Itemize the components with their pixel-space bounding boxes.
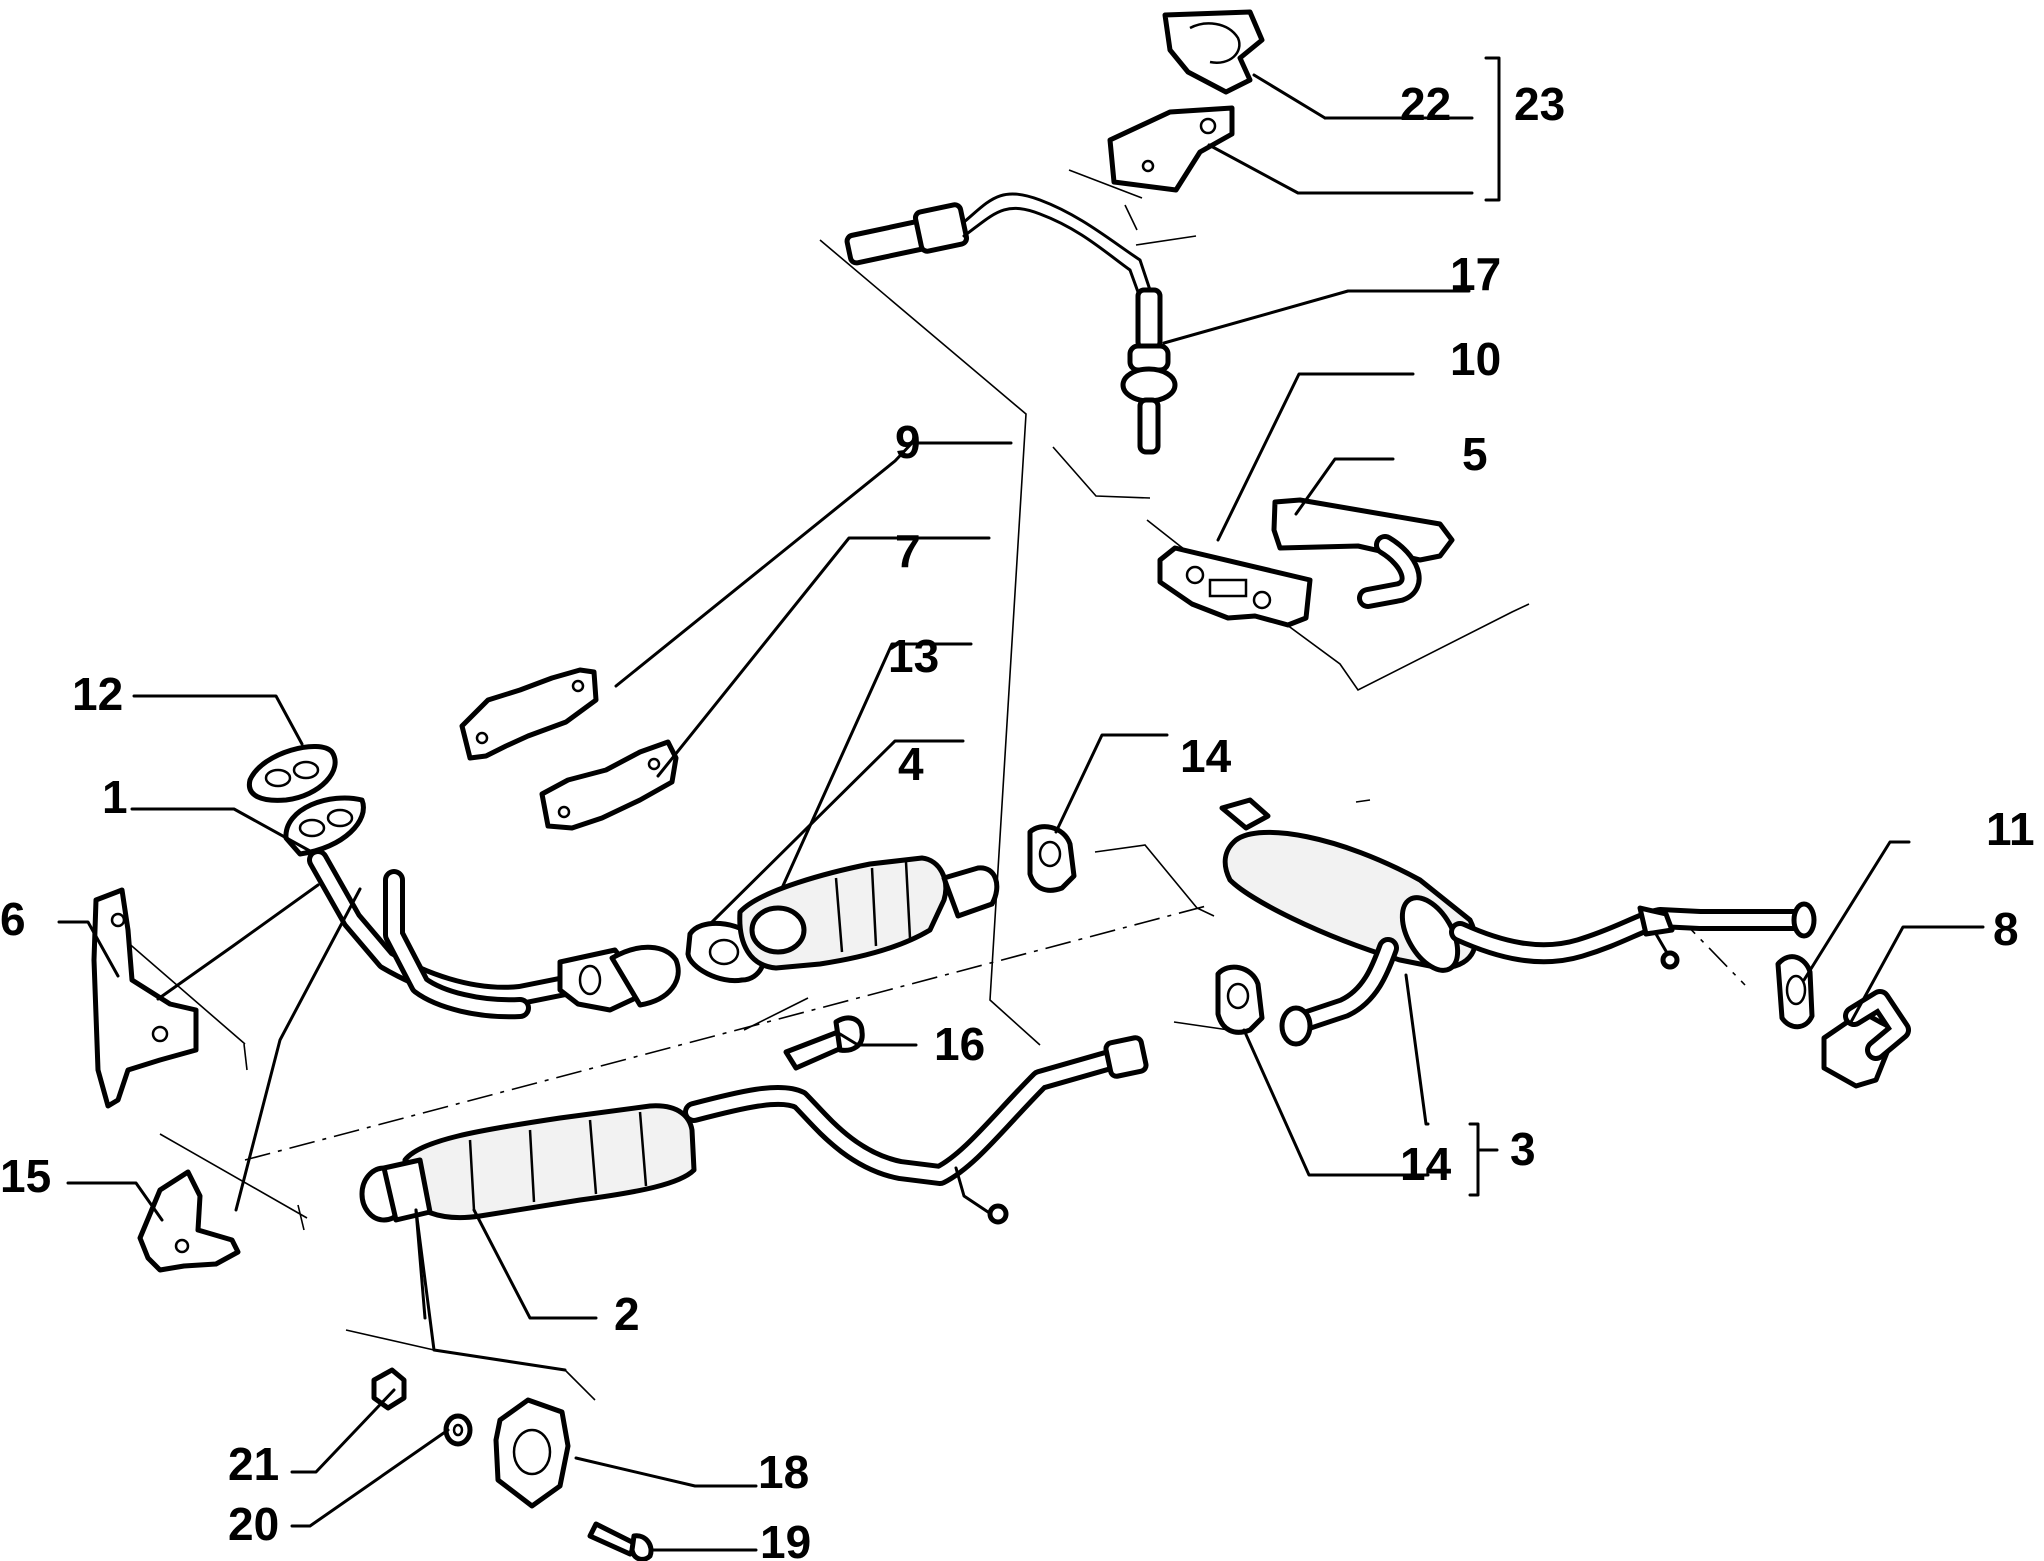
gasket-12 [246, 744, 338, 803]
rubber-mount-14-lower [1215, 964, 1265, 1035]
label-23: 23 [1514, 78, 1565, 130]
assembly-guide-lines [110, 169, 1746, 1401]
rubber-ring-11 [1775, 954, 1815, 1030]
bracket-5 [1271, 497, 1455, 609]
label-20: 20 [228, 1498, 279, 1550]
label-3: 3 [1510, 1123, 1536, 1175]
label-14-upper: 14 [1180, 730, 1232, 782]
heat-shield-9 [459, 667, 599, 761]
bracket-6 [91, 887, 199, 1109]
heat-shield-10 [1157, 545, 1313, 628]
rear-muffler-3 [1219, 797, 1817, 1047]
label-7: 7 [895, 525, 921, 577]
rubber-mount-14-upper [1027, 824, 1077, 893]
label-11: 11 [1986, 803, 2035, 855]
callout-labels: 22 23 17 10 5 9 7 13 4 14 12 1 6 11 8 16… [0, 78, 2035, 1561]
clamp-18 [493, 1397, 571, 1509]
label-5: 5 [1462, 428, 1488, 480]
label-12: 12 [72, 668, 123, 720]
label-9: 9 [895, 416, 921, 468]
lambda-sensor [844, 192, 1178, 455]
clamp-22 [1162, 9, 1265, 95]
bolt-19 [587, 1521, 654, 1561]
label-15: 15 [0, 1150, 51, 1202]
label-6: 6 [0, 893, 26, 945]
label-2: 2 [614, 1288, 640, 1340]
nut-21 [371, 1367, 407, 1411]
bracket-23 [1107, 105, 1235, 193]
bolt-16 [783, 1015, 865, 1071]
label-22: 22 [1400, 78, 1451, 130]
label-17: 17 [1450, 248, 1501, 300]
hanger-8 [1821, 989, 1911, 1089]
label-13: 13 [888, 630, 939, 682]
label-10: 10 [1450, 333, 1501, 385]
label-18: 18 [758, 1446, 809, 1498]
washer-20 [443, 1413, 473, 1447]
label-1: 1 [102, 771, 128, 823]
label-14-lower: 14 [1400, 1138, 1452, 1190]
label-8: 8 [1993, 903, 2019, 955]
center-muffler-2 [359, 1035, 1149, 1225]
label-19: 19 [760, 1516, 811, 1561]
leader-lines [57, 56, 1985, 1552]
heat-shield-7 [539, 739, 679, 831]
front-pipe-1 [283, 795, 681, 1020]
bracket-15 [137, 1169, 241, 1273]
label-21: 21 [228, 1438, 279, 1490]
catalytic-converter-4 [737, 855, 1000, 971]
label-16: 16 [934, 1018, 985, 1070]
label-4: 4 [898, 738, 924, 790]
